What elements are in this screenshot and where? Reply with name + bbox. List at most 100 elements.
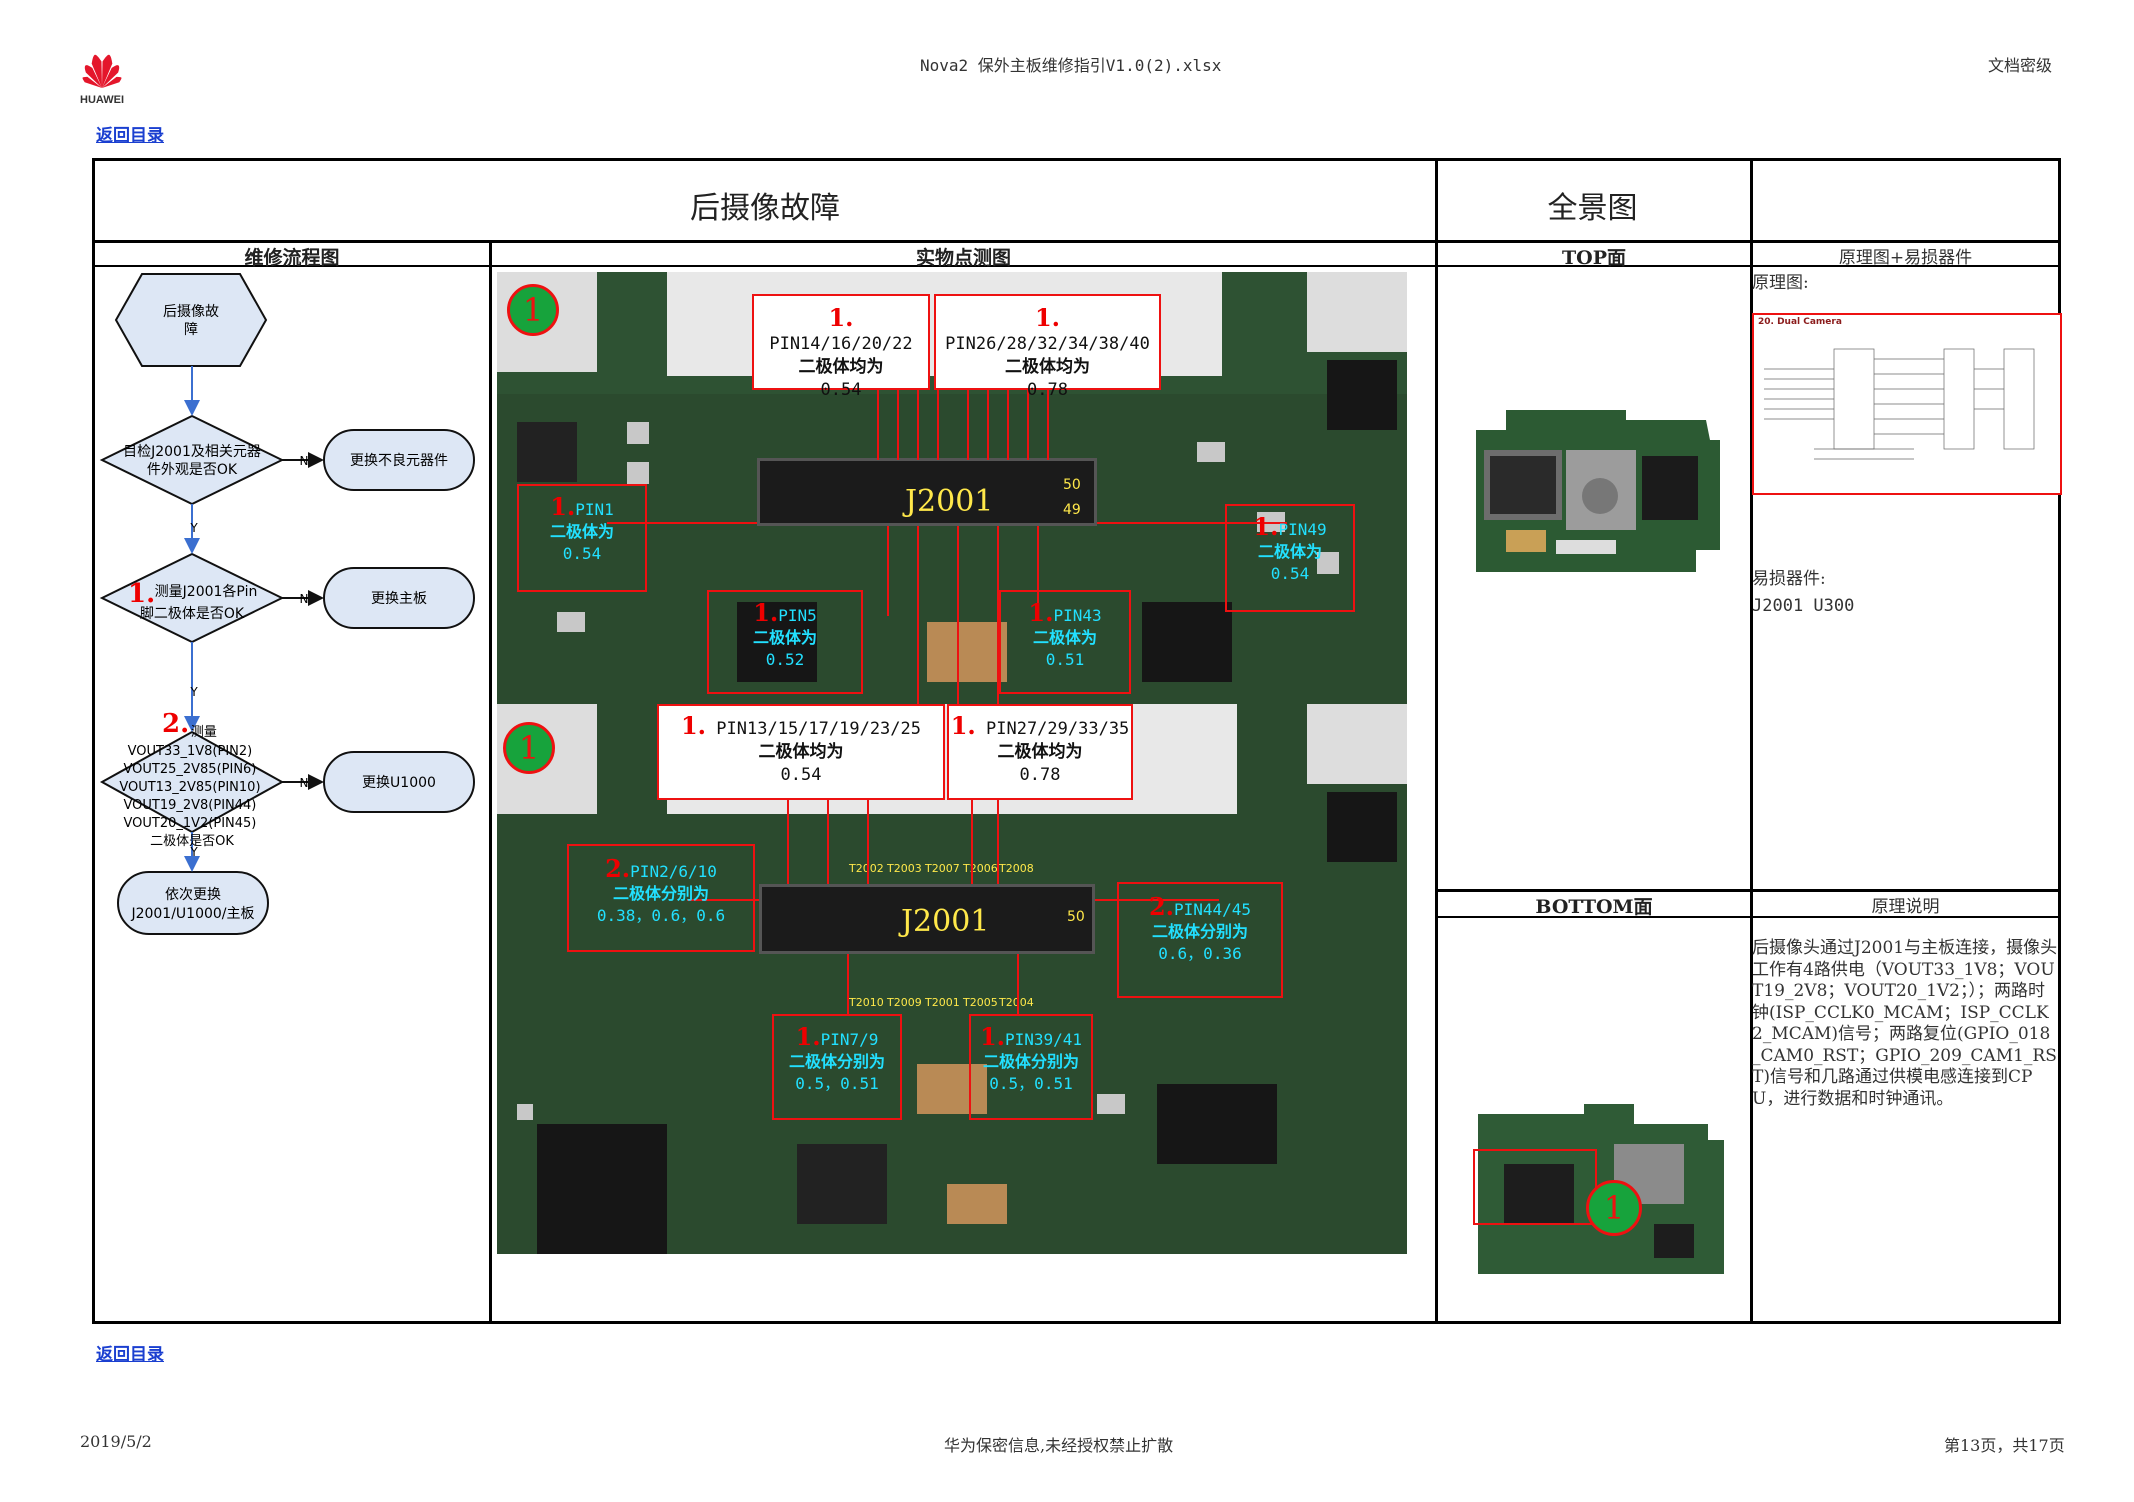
test-point: T2003 — [887, 862, 922, 875]
security-level: 文档密级 — [1988, 56, 2053, 75]
flow-no-1: N — [300, 454, 309, 468]
label-pins: PIN49 — [1278, 520, 1327, 539]
label-desc: 二极体分别为 — [788, 1052, 885, 1071]
pcb-photo-bottom: J2001 50 1 T2002 T2003 T2007 T2006 T2008… — [497, 704, 1407, 1254]
label-pin2-6-10: 2.PIN2/6/10 二极体分别为 0.38，0.6，0.6 — [567, 844, 755, 952]
pcb-chip — [1157, 1084, 1277, 1164]
label-number: 2. — [605, 854, 631, 883]
schematic-title: 20. Dual Camera — [1758, 317, 1842, 327]
pcb-photo-top: J2001 50 49 1 1. PIN14/16/20/22 二极体均为 0.… — [497, 272, 1407, 704]
pcb-part — [557, 612, 585, 632]
label-value: 0.78 — [1019, 765, 1061, 785]
svg-text:更换主板: 更换主板 — [371, 590, 427, 607]
label-number: 1. — [828, 303, 854, 332]
label-pin49: 1.PIN49 二极体为 0.54 — [1225, 504, 1355, 612]
label-desc: 二极体分别为 — [612, 884, 709, 903]
step-circle-1: 1 — [503, 722, 555, 774]
leader-line — [887, 526, 889, 616]
label-number: 1. — [1253, 512, 1279, 541]
flow-q2-number: 1. — [128, 579, 155, 609]
logo-text: HUAWEI — [80, 94, 124, 106]
flow-start-text: 后摄像故 — [163, 304, 219, 320]
test-point: T2010 — [849, 996, 884, 1009]
svg-text:目检J2001及相关元器件外观是否OK: 目检J2001及相关元器件外观是否OK — [123, 444, 261, 478]
pcb-inductor — [917, 1064, 987, 1114]
back-to-index-link-top[interactable]: 返回目录 — [96, 126, 164, 146]
top-side-board-image — [1466, 400, 1720, 572]
label-pin1: 1.PIN1 二极体为 0.54 — [517, 484, 647, 592]
divider — [489, 243, 492, 1321]
huawei-logo: HUAWEI — [74, 52, 130, 106]
col-explanation: 原理说明 — [1871, 897, 1940, 917]
leader-line — [847, 954, 849, 1014]
pcb-chip — [537, 1124, 667, 1254]
label-number: 1. — [979, 1022, 1005, 1051]
label-value: 0.54 — [562, 544, 602, 563]
leader-line — [1007, 390, 1009, 460]
divider — [95, 265, 2058, 267]
pcb-chip — [1327, 792, 1397, 862]
step-circle-1: 1 — [1586, 1180, 1642, 1236]
test-point: T2004 — [999, 996, 1034, 1009]
leader-line — [917, 390, 919, 460]
schematic-diagram-icon — [1764, 348, 2035, 460]
label-pin26-40: 1. PIN26/28/32/34/38/40 二极体均为 0.78 — [934, 294, 1161, 400]
pcb-part — [627, 422, 649, 444]
test-point: T2009 — [887, 996, 922, 1009]
label-desc: 二极体均为 — [798, 357, 884, 377]
pcb-chip — [517, 422, 577, 482]
flow-q2-text-2: 脚二极体是否OK — [140, 606, 245, 622]
label-desc: 二极体为 — [549, 522, 614, 541]
test-point: T2008 — [999, 862, 1034, 875]
flow-no-2: N — [300, 592, 309, 606]
flow-yes-3: Y — [189, 845, 198, 859]
label-desc: 二极体为 — [752, 628, 817, 647]
divider — [1435, 889, 2058, 892]
huawei-logo-icon — [82, 54, 122, 88]
divider — [1750, 161, 1753, 1321]
col-bottom-side: BOTTOM面 — [1535, 896, 1653, 918]
file-title: Nova2 保外主板维修指引V1.0(2).xlsx — [920, 56, 1222, 75]
leader-line — [997, 526, 999, 704]
label-desc: 二极体分别为 — [982, 1052, 1079, 1071]
pin50-label: 50 — [1067, 909, 1085, 925]
label-value: 0.6，0.36 — [1158, 944, 1242, 963]
label-desc: 二极体为 — [1032, 628, 1097, 647]
pin50-label: 50 — [1063, 477, 1081, 493]
col-flowchart: 维修流程图 — [244, 247, 340, 269]
back-to-index-link-bottom[interactable]: 返回目录 — [96, 1345, 164, 1365]
flow-start-text-2: 障 — [184, 322, 198, 338]
pcb-cutout — [1307, 704, 1407, 784]
label-pins: PIN44/45 — [1174, 900, 1252, 919]
leader-line — [827, 798, 829, 884]
board-top-icon — [1476, 410, 1720, 572]
flow-yes-1: Y — [189, 521, 198, 535]
label-desc: 二极体均为 — [1005, 357, 1090, 377]
divider — [95, 240, 2058, 243]
pcb-part — [1197, 442, 1225, 462]
label-value: 0.5，0.51 — [795, 1074, 879, 1093]
flow-end-text: 依次更换 — [165, 886, 221, 903]
flow-q1-text: 目检J2001及相关元器 — [123, 444, 261, 460]
label-value: 0.5，0.51 — [989, 1074, 1073, 1093]
schematic-thumbnail: 20. Dual Camera — [1752, 313, 2062, 495]
test-point: T2002 — [849, 862, 884, 875]
leader-line — [1097, 522, 1287, 524]
svg-text:更换不良元器件: 更换不良元器件 — [350, 452, 448, 469]
leader-line — [937, 390, 939, 460]
flow-a3-text: 更换U1000 — [362, 774, 436, 791]
pcb-chip — [1142, 602, 1232, 682]
label-pins: PIN39/41 — [1005, 1030, 1083, 1049]
title-rear-camera-fault: 后摄像故障 — [690, 191, 840, 226]
col-top-side: TOP面 — [1562, 247, 1626, 269]
label-pin14-16-20-22: 1. PIN14/16/20/22 二极体均为 0.54 — [752, 294, 930, 400]
bottom-side-board-image: 1 — [1464, 1104, 1724, 1280]
flow-q3-line: 二极体是否OK — [150, 834, 234, 849]
pcb-part — [1097, 1094, 1125, 1114]
pcb-part — [517, 1104, 533, 1120]
leader-line — [987, 390, 989, 460]
flow-q3-line: VOUT19_2V8(PIN44) — [123, 798, 256, 813]
label-pin5: 1.PIN5 二极体为 0.52 — [707, 590, 863, 694]
flow-start — [114, 273, 268, 367]
label-number: 1. — [950, 711, 976, 740]
